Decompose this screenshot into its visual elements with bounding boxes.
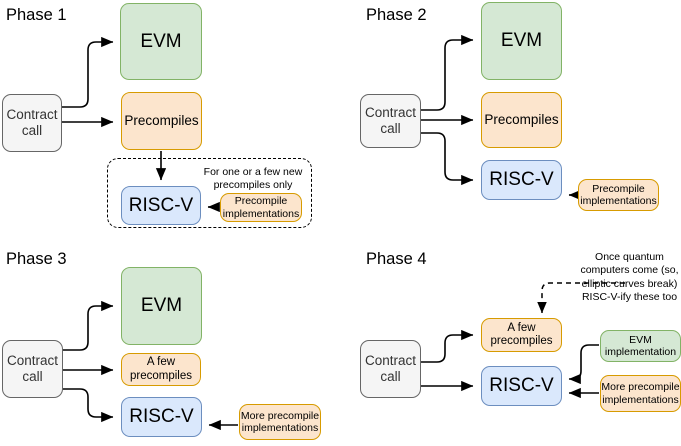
phase3-title: Phase 3 <box>6 250 67 268</box>
phase2-title: Phase 2 <box>366 6 427 24</box>
edge-p3-contract-to-evm <box>62 300 114 351</box>
phase1-precompile-implementations-node[interactable]: Precompile implementations <box>220 193 302 222</box>
phase3-contract-call-node[interactable]: Contract call <box>2 340 63 398</box>
phase2-precompiles-node[interactable]: Precompiles <box>481 92 562 148</box>
phase4-contract-call-node[interactable]: Contract call <box>360 340 421 398</box>
phase1-dashed-group <box>107 158 312 228</box>
phase1-evm-node[interactable]: EVM <box>120 3 202 80</box>
edge-p4-evm-impl-to-riscv <box>568 344 599 385</box>
phase4-more-precompile-implementations-node[interactable]: More precompile implementations <box>600 375 681 412</box>
phase4-quantum-note: Once quantum computers come (so, ellipti… <box>580 251 679 304</box>
edge-p4-contract-to-precompiles <box>421 329 474 363</box>
phase1-riscv-node[interactable]: RISC-V <box>121 186 201 225</box>
phase2-contract-call-node[interactable]: Contract call <box>360 94 421 148</box>
phase3-more-precompile-implementations-node[interactable]: More precompile implementations <box>239 404 321 440</box>
phase1-note: For one or a few new precompiles only <box>203 166 303 192</box>
phase1-title: Phase 1 <box>6 6 67 24</box>
phase3-riscv-node[interactable]: RISC-V <box>121 397 202 437</box>
phase4-title: Phase 4 <box>366 250 427 268</box>
edge-p2-contract-to-riscv <box>421 132 474 186</box>
phase4-evm-implementation-node[interactable]: EVM implementation <box>600 330 681 362</box>
edge-p3-contract-to-riscv <box>62 388 114 423</box>
phase3-a-few-precompiles-node[interactable]: A few precompiles <box>121 353 201 386</box>
phase2-precompile-implementations-node[interactable]: Precompile implementations <box>578 179 659 211</box>
phase1-precompiles-node[interactable]: Precompiles <box>121 92 202 150</box>
phase3-evm-node[interactable]: EVM <box>121 267 202 345</box>
phase4-a-few-precompiles-node[interactable]: A few precompiles <box>481 318 562 352</box>
phase2-evm-node[interactable]: EVM <box>481 2 562 80</box>
edge-p2-contract-to-evm <box>421 34 474 111</box>
phase1-contract-call-node[interactable]: Contract call <box>2 94 62 152</box>
phase4-riscv-node[interactable]: RISC-V <box>481 366 562 406</box>
phase2-riscv-node[interactable]: RISC-V <box>481 160 562 200</box>
edge-p1-contract-to-evm <box>62 36 114 108</box>
